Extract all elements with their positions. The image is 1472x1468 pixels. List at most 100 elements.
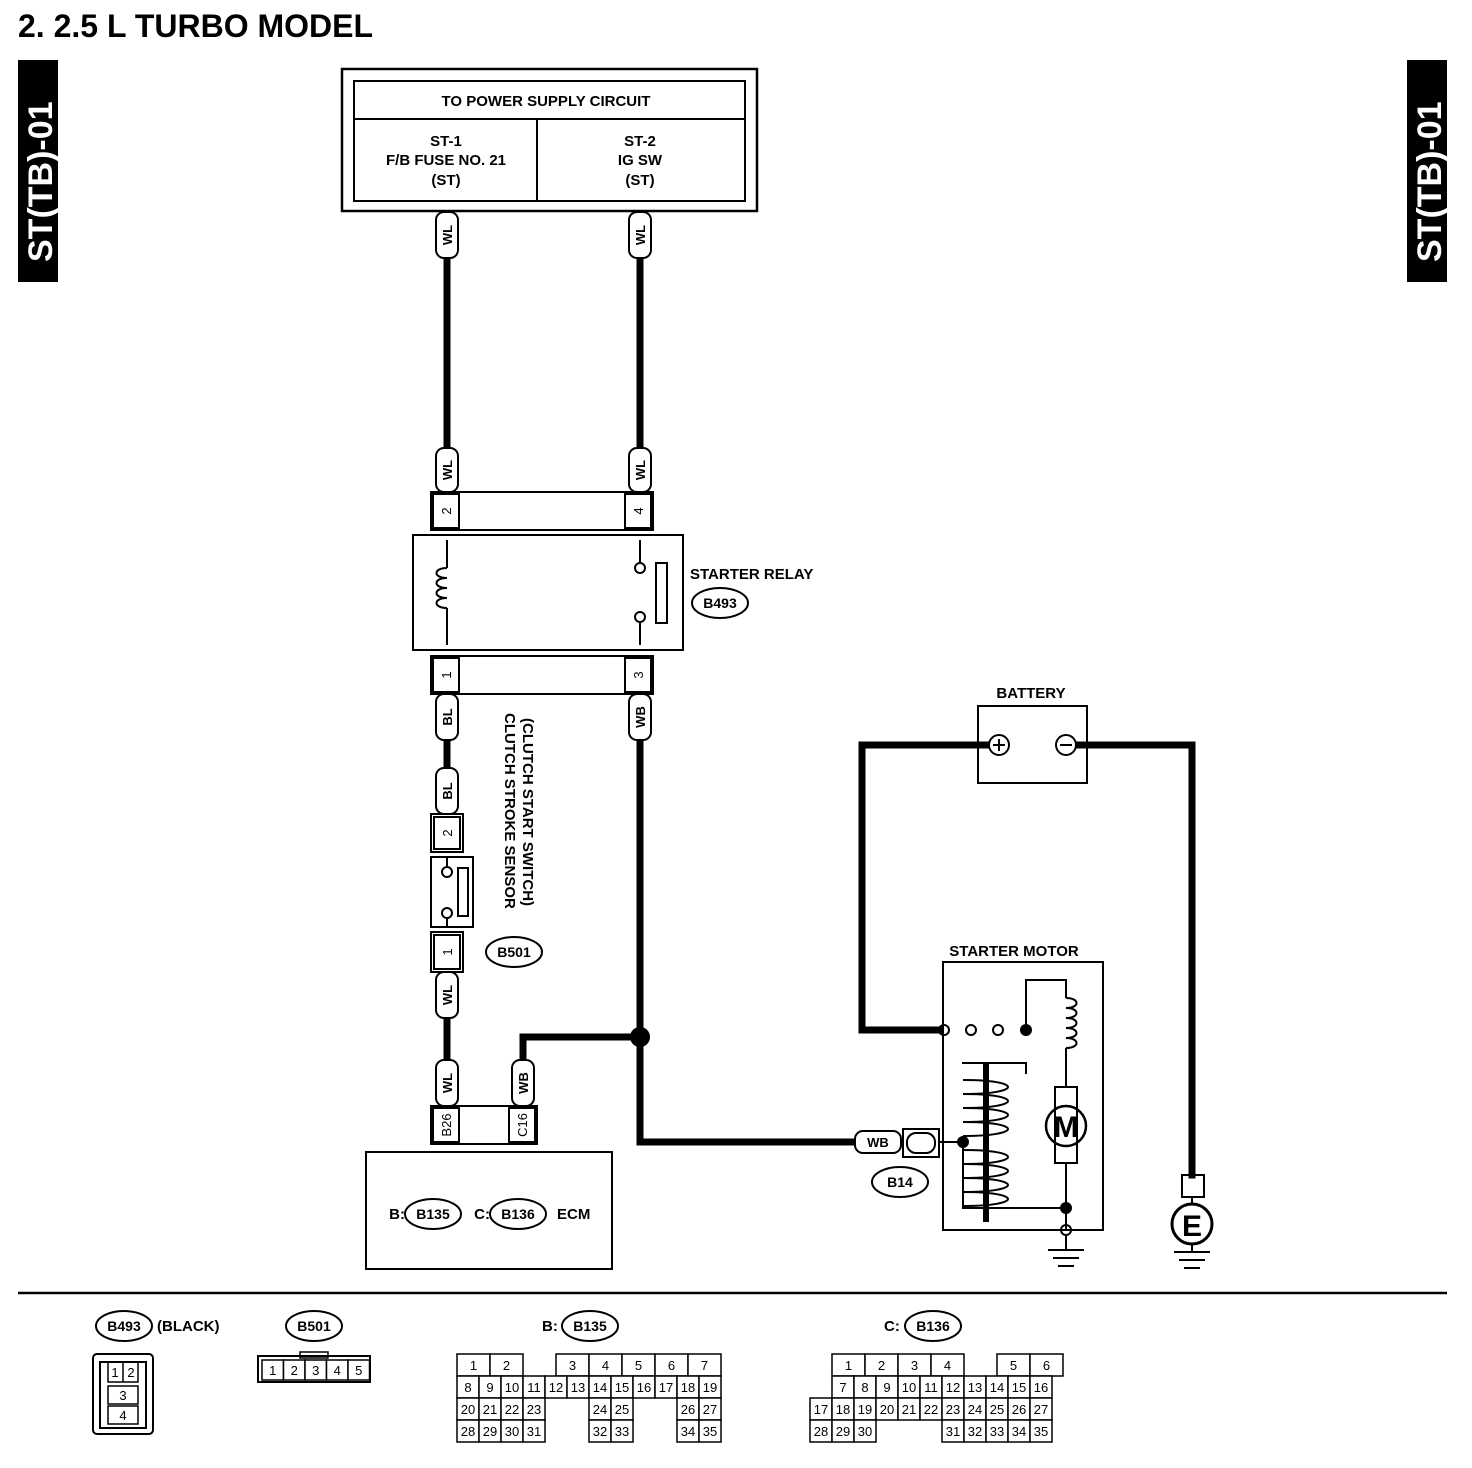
page-title: 2. 2.5 L TURBO MODEL	[18, 8, 373, 44]
st2-line3: (ST)	[625, 172, 654, 189]
wire-tag-wl-4: WL	[628, 447, 652, 493]
starter-field-coil	[1065, 997, 1078, 1049]
b135-pin-cell-label: 7	[701, 1358, 708, 1373]
svg-text:3: 3	[119, 1388, 126, 1403]
clutch-sensor-connector: B501	[497, 944, 531, 960]
b136-pin-cell-label: 22	[924, 1402, 938, 1417]
wire-tag-bl-2: BL	[435, 767, 459, 815]
starter-motor: STARTER MOTOR M B14	[871, 943, 1104, 1267]
b136-pin-cell-label: 25	[990, 1402, 1004, 1417]
b136-pin-cell-label: 5	[1010, 1358, 1017, 1373]
b135-pin-cell	[698, 1419, 722, 1443]
power-supply-header: TO POWER SUPPLY CIRCUIT	[442, 93, 651, 110]
b136-pin-cell-label: 2	[878, 1358, 885, 1373]
wire-tag-wl-1: WL	[435, 211, 459, 259]
b135-pin-cell-label: 18	[681, 1380, 695, 1395]
b135-pin-cell-label: 20	[461, 1402, 475, 1417]
side-tab-right-label: ST(TB)-01	[1411, 101, 1449, 262]
b135-pin-cell-label: 34	[681, 1424, 695, 1439]
clutch-sensor-label-1: CLUTCH STROKE SENSOR	[501, 713, 518, 909]
b135-pin-cell-label: 16	[637, 1380, 651, 1395]
b135-pin-cell-label: 19	[703, 1380, 717, 1395]
ecm: B26 C16 B: B135 C: B136 ECM	[365, 1105, 613, 1270]
b136-pin-cell-label: 10	[902, 1380, 916, 1395]
st1-line2: F/B FUSE NO. 21	[386, 152, 506, 169]
clutch-stroke-sensor: 2 1 CLUTCH STROKE SENSOR (CLUTCH START S…	[430, 713, 543, 973]
b136-pin-cell-label: 16	[1034, 1380, 1048, 1395]
b136-pin-cell-label: 18	[836, 1402, 850, 1417]
b135-pin-cell-label: 35	[703, 1424, 717, 1439]
b136-pin-cell-label: 28	[814, 1424, 828, 1439]
battery-positive-terminal	[988, 734, 1010, 756]
b136-pin-cell-label: 11	[924, 1380, 938, 1395]
starter-motor-label: STARTER MOTOR	[949, 943, 1079, 960]
b501-pin-cell	[347, 1359, 371, 1381]
wire-battery-negative	[1076, 741, 1196, 1179]
b135-pin-cell-label: 9	[486, 1380, 493, 1395]
wire-wb-ecm	[519, 1033, 644, 1064]
svg-text:WL: WL	[440, 1073, 455, 1093]
starter-relay-connector: B493	[703, 595, 737, 611]
b135-pin-cell-label: 5	[635, 1358, 642, 1373]
svg-text:WL: WL	[440, 225, 455, 245]
b135-pin-cell	[522, 1419, 546, 1443]
b136-pin-cell-label: 3	[911, 1358, 918, 1373]
b135-pin-cell-label: 21	[483, 1402, 497, 1417]
ecm-b-connector: B135	[416, 1206, 450, 1222]
battery-label: BATTERY	[996, 685, 1065, 702]
b135-pin-cell	[610, 1419, 634, 1443]
legend-b493: B493 (BLACK) 1 2 3 4	[92, 1310, 219, 1435]
b135-pin-cell-label: 12	[549, 1380, 563, 1395]
b136-pin-cell-label: 26	[1012, 1402, 1026, 1417]
svg-text:(BLACK): (BLACK)	[157, 1318, 219, 1335]
solenoid-coil-2	[962, 1149, 1009, 1207]
b135-pin-cell-label: 25	[615, 1402, 629, 1417]
svg-text:B501: B501	[297, 1318, 331, 1334]
relay-pin-4: 4	[631, 507, 646, 514]
b136-pin-cell-label: 32	[968, 1424, 982, 1439]
b135-pin-cell-label: 11	[527, 1380, 541, 1395]
clutch-pin-1: 1	[440, 948, 455, 955]
svg-text:WB: WB	[633, 706, 648, 728]
b135-pin-cell-label: 10	[505, 1380, 519, 1395]
svg-text:4: 4	[119, 1408, 126, 1423]
b136-pin-cell-label: 7	[839, 1380, 846, 1395]
relay-contact-bar	[655, 562, 668, 624]
b136-pin-cell-label: 9	[883, 1380, 890, 1395]
svg-text:WL: WL	[633, 225, 648, 245]
battery: BATTERY	[977, 685, 1088, 784]
battery-negative-terminal	[1055, 734, 1077, 756]
b135-pin-cell-label: 6	[668, 1358, 675, 1373]
b135-pin-cell-label: 23	[527, 1402, 541, 1417]
b501-pin-cell-label: 1	[269, 1363, 276, 1378]
starter-relay-label: STARTER RELAY	[690, 566, 813, 583]
svg-text:B493: B493	[107, 1318, 141, 1334]
st1-line3: (ST)	[431, 172, 460, 189]
wire-wb-main	[636, 736, 859, 1146]
svg-text:C:: C:	[884, 1318, 900, 1335]
relay-coil	[435, 567, 448, 609]
wire-tag-wl-3: WL	[435, 447, 459, 493]
b136-pin-cell-label: 21	[902, 1402, 916, 1417]
b136-pin-cell-label: 20	[880, 1402, 894, 1417]
svg-text:WL: WL	[633, 460, 648, 480]
svg-text:2: 2	[127, 1365, 134, 1380]
relay-pin-1: 1	[439, 671, 454, 678]
b135-pin-cell-label: 4	[602, 1358, 609, 1373]
b136-pin-cell-label: 35	[1034, 1424, 1048, 1439]
b136-pin-cell-label: 17	[814, 1402, 828, 1417]
motor-icon	[1044, 1104, 1088, 1148]
b136-pin-cell-label: 29	[836, 1424, 850, 1439]
b136-pin-cell-label: 8	[861, 1380, 868, 1395]
svg-text:WL: WL	[440, 460, 455, 480]
b136-pin-cell	[1029, 1419, 1053, 1443]
b136-pin-cell-label: 15	[1012, 1380, 1026, 1395]
st1-line1: ST-1	[430, 133, 462, 150]
side-tab-right: ST(TB)-01	[1407, 60, 1449, 282]
wire-tag-wl-5: WL	[435, 971, 459, 1019]
ecm-label: ECM	[557, 1206, 590, 1223]
starter-motor-connector: B14	[887, 1174, 913, 1190]
wires	[443, 254, 1196, 1179]
